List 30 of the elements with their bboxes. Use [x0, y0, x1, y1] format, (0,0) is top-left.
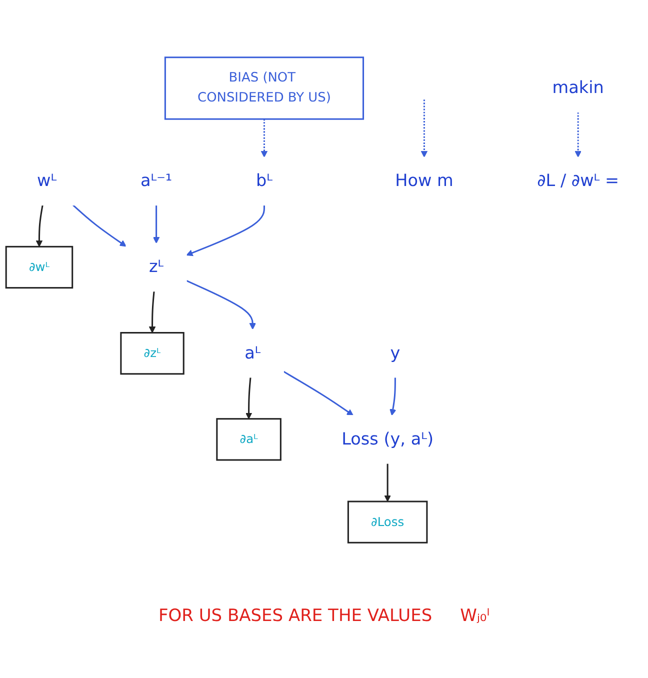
node-text: y: [390, 344, 400, 363]
arrow: [36, 205, 44, 247]
arrow: [283, 370, 354, 416]
node-text: aᴸ: [244, 344, 261, 363]
arrow: [384, 463, 391, 502]
arrow: [245, 377, 252, 420]
arrow: [574, 112, 582, 158]
node-text: zᴸ: [148, 258, 164, 277]
arrow: [186, 205, 265, 256]
node-box: ∂aᴸ: [216, 418, 282, 461]
node-box: BIAS (NOT CONSIDERED BY US): [164, 56, 364, 120]
note-text: Wⱼ₀ˡ: [460, 606, 490, 626]
node-text: aᴸ⁻¹: [140, 172, 172, 191]
node-text: ∂L / ∂wᴸ =: [537, 172, 620, 191]
arrow: [420, 100, 428, 158]
arrow: [186, 280, 256, 330]
arrow: [148, 291, 156, 334]
node-box: ∂Loss: [347, 500, 428, 544]
arrow: [390, 377, 396, 416]
node-text: makin: [552, 78, 604, 98]
note-text: FOR US BASES ARE THE VALUES: [158, 606, 432, 626]
arrow: [72, 204, 126, 247]
node-text: Loss (y, aᴸ): [342, 430, 434, 449]
arrow: [152, 205, 160, 244]
node-box: ∂wᴸ: [5, 246, 74, 289]
node-text: How m: [395, 172, 454, 191]
arrow: [260, 119, 268, 158]
node-text: wᴸ: [37, 172, 57, 191]
node-box: ∂zᴸ: [120, 332, 184, 375]
node-text: bᴸ: [256, 172, 272, 191]
